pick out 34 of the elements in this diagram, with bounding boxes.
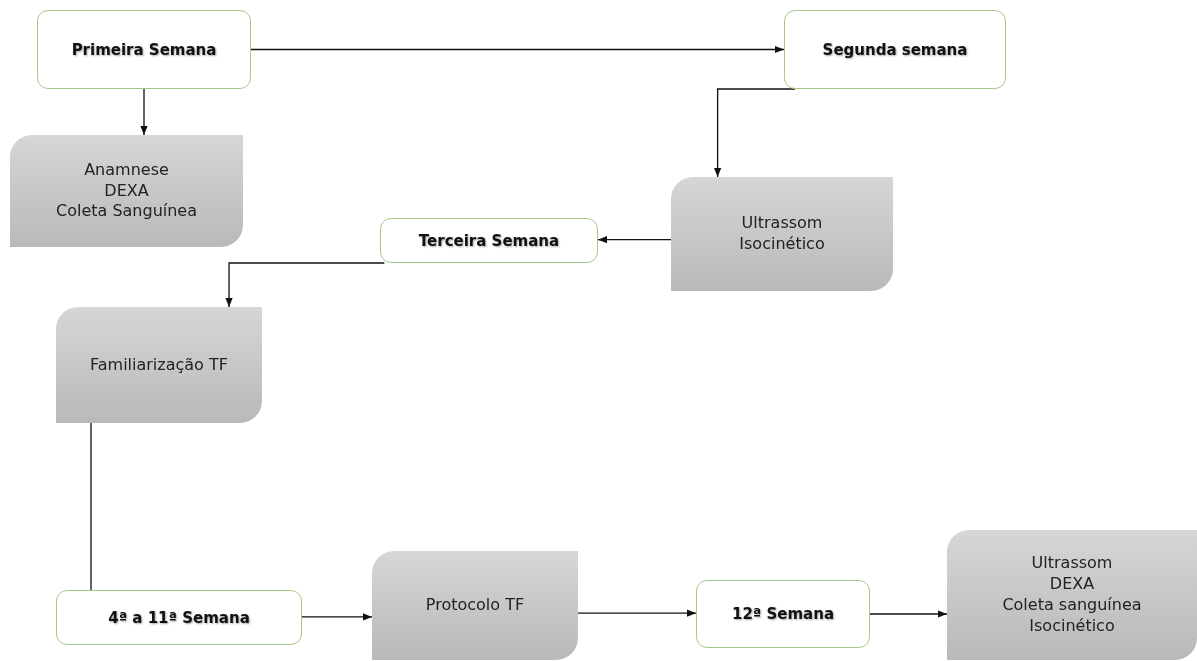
activity-label: DEXA	[104, 180, 149, 202]
stage-box	[380, 218, 598, 263]
activity-box	[372, 551, 578, 660]
arrow	[577, 609, 697, 617]
activity-label: Ultrassom	[1031, 553, 1113, 575]
stage-title: Primeira Semana	[71, 40, 217, 59]
arrow	[301, 613, 373, 621]
activity-label: Isocinético	[739, 234, 825, 255]
stage-title: Terceira Semana	[418, 231, 560, 250]
activity-label: Isocinético	[1029, 615, 1115, 637]
activity-label: Ultrassom	[741, 213, 823, 234]
stage-box	[696, 580, 870, 648]
activity-box	[10, 135, 243, 247]
arrow	[869, 610, 948, 618]
stage-box	[37, 10, 251, 89]
activity-label: Coleta sanguínea	[1002, 595, 1142, 616]
activity-box	[947, 530, 1197, 660]
connector-line	[90, 422, 92, 591]
activity-box	[671, 177, 893, 291]
activity-label: Coleta Sanguínea	[55, 201, 197, 223]
arrow	[225, 262, 385, 308]
stage-box	[784, 10, 1006, 89]
stage-title: 4ª a 11ª Semana	[108, 608, 250, 627]
activity-label: DEXA	[1049, 574, 1095, 595]
stage-box	[56, 590, 302, 645]
arrow	[250, 45, 785, 54]
arrow	[597, 236, 672, 244]
activity-label: Anamnese	[84, 159, 169, 181]
stage-title: Segunda semana	[822, 40, 968, 59]
activity-label: Familiarização TF	[90, 354, 228, 376]
stage-title: 12ª Semana	[731, 605, 835, 623]
arrow	[140, 88, 148, 136]
activity-box	[56, 307, 262, 423]
activity-label: Protocolo TF	[425, 595, 525, 616]
